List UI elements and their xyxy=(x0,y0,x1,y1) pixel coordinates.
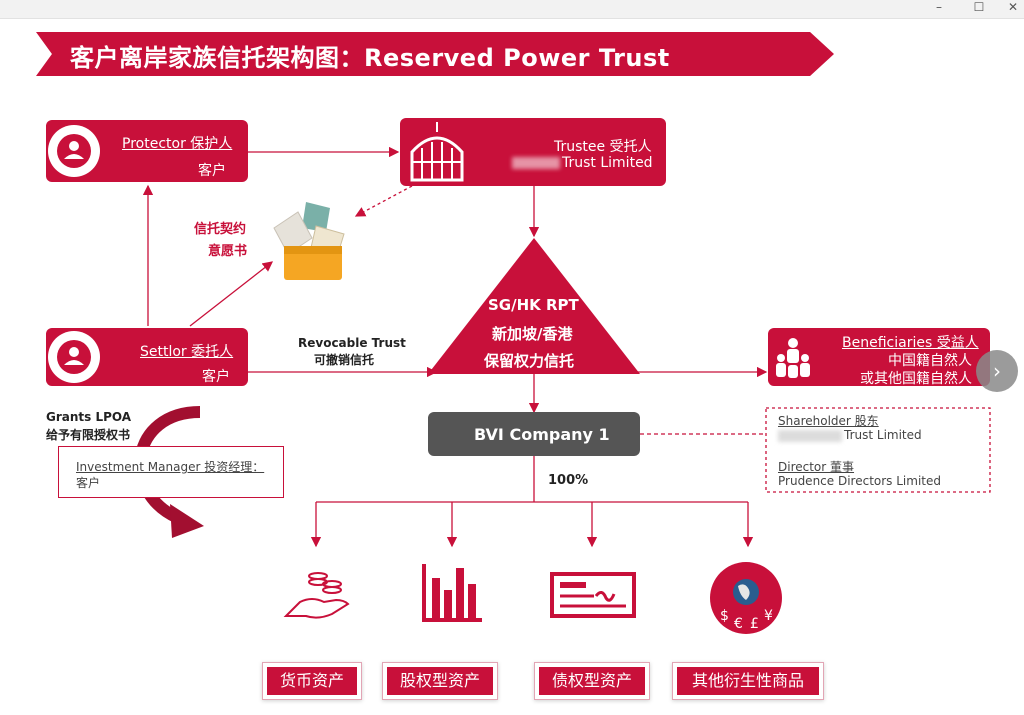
person-gear-icon xyxy=(48,331,100,383)
minimize-icon[interactable]: – xyxy=(936,0,942,14)
revocable-trust-zh: 可撤销信托 xyxy=(314,353,375,367)
shareholder-value-text: Trust Limited xyxy=(844,428,922,442)
next-slide-button[interactable]: › xyxy=(976,350,1018,392)
investment-manager-value: 客户 xyxy=(76,476,101,490)
cheque-icon xyxy=(550,572,636,622)
protector-name: Protector 保护人 xyxy=(122,136,233,152)
bar-chart-icon xyxy=(420,562,484,628)
trustee-company: Trust Limited xyxy=(512,155,653,171)
svg-text:¥: ¥ xyxy=(764,608,773,624)
protector-role: 客户 xyxy=(198,163,226,179)
trustee-name: Trustee 受托人 xyxy=(554,139,652,155)
shareholder-value: Trust Limited xyxy=(778,428,922,442)
group-people-icon xyxy=(772,336,814,384)
redacted-mark xyxy=(512,157,560,169)
director-value: Prudence Directors Limited xyxy=(778,474,941,488)
currency-globe-icon: $ € £ ¥ xyxy=(706,558,786,642)
beneficiaries-name: Beneficiaries 受益人 xyxy=(842,335,979,351)
redacted-mark xyxy=(778,429,842,442)
document-folder-icon xyxy=(272,198,352,288)
asset-label-text: 其他衍生性商品 xyxy=(677,667,819,695)
rpt-type: 保留权力信托 xyxy=(484,352,575,370)
settlor-name: Settlor 委托人 xyxy=(140,344,234,360)
rpt-triangle xyxy=(428,238,640,374)
window-titlebar xyxy=(0,0,1024,19)
svg-text:$: $ xyxy=(720,608,729,624)
rpt-title: SG/HK RPT xyxy=(488,296,579,314)
asset-label-text: 货币资产 xyxy=(267,667,357,695)
trustee-company-text: Trust Limited xyxy=(562,155,653,171)
beneficiaries-line1: 中国籍自然人 xyxy=(888,353,972,369)
bvi-company-name: BVI Company 1 xyxy=(474,425,610,444)
person-gear-icon xyxy=(48,125,100,177)
ownership-percentage: 100% xyxy=(548,473,589,488)
asset-label-derivatives: 其他衍生性商品 xyxy=(672,662,824,700)
trustee-box xyxy=(400,118,666,186)
settlor-role: 客户 xyxy=(202,369,230,385)
doc-label-wishes: 意愿书 xyxy=(208,244,248,259)
asset-label-text: 债权型资产 xyxy=(539,667,645,695)
beneficiaries-line2: 或其他国籍自然人 xyxy=(860,371,972,387)
asset-label-debt: 债权型资产 xyxy=(534,662,650,700)
title-banner xyxy=(36,32,834,76)
shareholder-label: Shareholder 股东 xyxy=(778,414,879,428)
asset-label-equity: 股权型资产 xyxy=(382,662,498,700)
building-icon xyxy=(404,118,470,190)
cash-hand-icon xyxy=(282,560,354,628)
director-label: Director 董事 xyxy=(778,460,855,474)
revocable-trust-en: Revocable Trust xyxy=(298,336,406,350)
svg-text:£: £ xyxy=(750,616,759,632)
bvi-company-box xyxy=(428,412,640,456)
doc-label-deed: 信托契约 xyxy=(194,222,247,237)
page-title: 客户离岸家族信托架构图：Reserved Power Trust xyxy=(70,44,670,72)
investment-manager-label: Investment Manager 投资经理： xyxy=(76,460,265,474)
investment-manager-box xyxy=(58,446,284,498)
close-icon[interactable]: ✕ xyxy=(1007,0,1019,14)
lpoa-zh: 给予有限授权书 xyxy=(46,428,131,442)
maximize-icon[interactable]: ☐ xyxy=(973,0,985,14)
asset-label-currency: 货币资产 xyxy=(262,662,362,700)
asset-label-text: 股权型资产 xyxy=(387,667,493,695)
svg-text:€: € xyxy=(734,616,743,632)
lpoa-en: Grants LPOA xyxy=(46,410,132,424)
rpt-region: 新加坡/香港 xyxy=(492,325,573,343)
